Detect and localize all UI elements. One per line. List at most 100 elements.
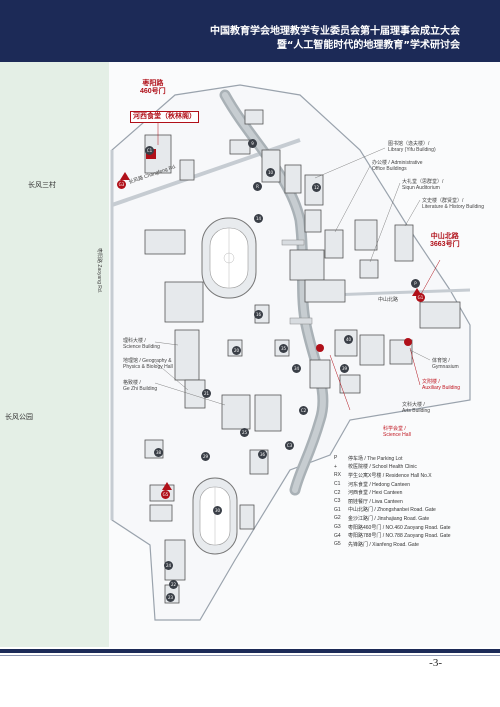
label-library: 图书馆（逸夫楼）/Library (Yifu Building) (388, 141, 436, 153)
building (304, 279, 346, 303)
legend-text: 枣阳路460号门 / NO.460 Zaoyang Road. Gate (348, 524, 451, 531)
building (309, 359, 331, 389)
legend-row: G3 枣阳路460号门 / NO.460 Zaoyang Road. Gate (334, 523, 474, 532)
building-gymnasium (419, 301, 461, 329)
bridge (281, 239, 305, 246)
map-marker[interactable]: 36 (258, 450, 267, 459)
highlight-science-hall (316, 344, 324, 352)
map-marker[interactable]: G1 (416, 293, 425, 302)
legend-text: 丽娃餐厅 / Liwa Canteen (348, 498, 403, 505)
legend-code: + (334, 463, 337, 470)
legend-code: G4 (334, 532, 341, 539)
building-siqun (359, 259, 379, 279)
map-marker[interactable]: C1 (145, 146, 154, 155)
track-field-north (201, 217, 257, 299)
legend-row: P 停车场 / The Parking Lot (334, 454, 474, 463)
building-arts (389, 339, 413, 365)
conference-title-line-2: 暨“人工智能时代的地理教育”学术研讨会 (276, 40, 460, 51)
building (289, 249, 325, 281)
label-gezhi: 格致楼 /Ge Zhi Building (123, 380, 158, 392)
bridge (289, 317, 313, 325)
map-marker[interactable]: 20 (232, 346, 241, 355)
road-label-zhongshan: 中山北路 (378, 297, 399, 303)
legend-text: 河西食堂 / Hexi Canteen (348, 490, 403, 497)
label-arts: 文科大楼 /Arts Building (402, 402, 431, 414)
label-science-hall: 科学会堂 /Science Hall (383, 426, 411, 438)
gate-marker-g3 (120, 172, 130, 180)
map-marker[interactable]: 34 (292, 364, 301, 373)
label-science-building: 理科大楼 /Science Building (123, 338, 160, 350)
building (261, 149, 281, 183)
map-marker[interactable]: P (411, 279, 420, 288)
map-marker[interactable]: 16 (254, 310, 263, 319)
map-marker[interactable]: 35 (279, 344, 288, 353)
legend-code: G5 (334, 541, 341, 548)
building (284, 164, 302, 194)
legend-text: 停车场 / The Parking Lot (348, 455, 403, 462)
map-marker[interactable]: 10 (266, 168, 275, 177)
gate-zaoyang-460[interactable]: 枣阳路 460号门 (140, 80, 166, 96)
footer-line (0, 655, 500, 656)
building-admin (324, 229, 344, 259)
page-number: -3- (429, 657, 442, 669)
map-marker[interactable]: C3 (285, 441, 294, 450)
changfeng-green-area (0, 62, 109, 647)
gate-zaoyang-line2: 460号门 (140, 88, 166, 95)
map-marker[interactable]: 40 (344, 335, 353, 344)
building-auxiliary (359, 334, 385, 366)
label-siqun: 大礼堂（思群堂）/Siqun Auditorium (402, 179, 444, 191)
conference-title-line-1: 中国教育学会地理教学专业委员会第十届理事会成立大会 (210, 26, 460, 37)
building-science-hall (339, 374, 361, 394)
legend-code: P (334, 455, 338, 462)
legend-row: +校医院楼 / School Health Clinic (334, 463, 474, 472)
building (229, 139, 251, 155)
legend-code: C3 (334, 498, 341, 505)
building (254, 394, 282, 432)
map-marker[interactable]: 29 (201, 452, 210, 461)
map-marker[interactable]: 25 (240, 428, 249, 437)
zhongshan-road (329, 288, 471, 297)
map-marker[interactable]: 23 (166, 593, 175, 602)
legend-code: RX (334, 472, 341, 479)
leader-lines (154, 147, 431, 406)
area-changfeng-park: 长风公园 (5, 414, 33, 421)
highlight-auxiliary (404, 338, 412, 346)
map-marker[interactable]: 14 (254, 214, 263, 223)
map-marker[interactable]: 38 (154, 448, 163, 457)
legend-row: G4 枣阳路788号门 / NO.788 Zaoyang Road. Gate (334, 531, 474, 540)
leader-lines-red (157, 120, 441, 411)
building (304, 209, 322, 233)
legend-text: 中山北路门 / Zhongshanbei Road. Gate (348, 507, 436, 514)
map-marker[interactable]: 22 (169, 580, 178, 589)
label-geography: 地理馆 / Geography &Physics & Biology Hall (123, 358, 173, 370)
legend-text: 枣阳路788号门 / NO.788 Zaoyang Road. Gate (348, 533, 451, 540)
legend-code: C1 (334, 481, 341, 488)
map-marker[interactable]: G3 (117, 180, 126, 189)
map-marker[interactable]: G5 (161, 490, 170, 499)
map-marker[interactable]: 30 (213, 506, 222, 515)
gate-zhongshan-3663[interactable]: 中山北路 3663号门 (430, 233, 460, 249)
gate-marker-g5 (162, 482, 172, 490)
track-field-south (192, 477, 238, 555)
legend-code: G2 (334, 515, 341, 522)
map-marker[interactable]: 12 (312, 183, 321, 192)
map-marker[interactable]: 9 (248, 139, 257, 148)
map-marker[interactable]: 39 (340, 364, 349, 373)
canteen-qiulin-label[interactable]: 河西食堂（秋林阁） (130, 111, 199, 123)
building-literature (394, 224, 414, 262)
map-marker[interactable]: 21 (202, 389, 211, 398)
map-marker[interactable]: R (253, 182, 262, 191)
building (164, 281, 204, 323)
map-marker[interactable]: 24 (164, 561, 173, 570)
map-marker[interactable]: C2 (299, 406, 308, 415)
building-science (174, 329, 200, 381)
gate-zhongshan-line1: 中山北路 (430, 233, 459, 240)
legend-code: G3 (334, 524, 341, 531)
label-gymnasium: 体育馆 /Gymnasium (432, 358, 459, 370)
area-changfeng-village: 长风三村 (28, 182, 56, 189)
